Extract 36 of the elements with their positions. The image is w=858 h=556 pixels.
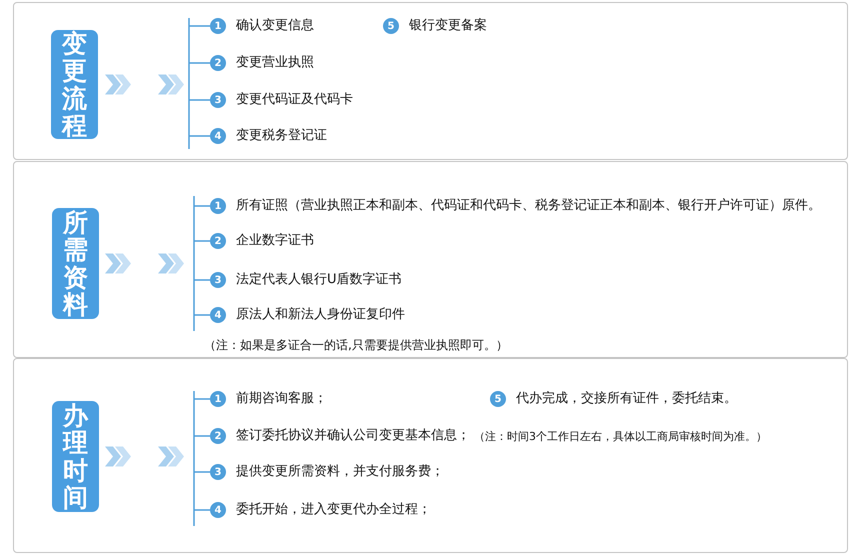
number-badge: 2: [210, 233, 226, 249]
section-title-box: 变更流程: [51, 30, 98, 139]
item-text: 变更代码证及代码卡: [236, 92, 353, 108]
number-badge: 3: [210, 272, 226, 288]
item-text: 所有证照（营业执照正本和副本、代码证和代码卡、税务登记证正本和副本、银行开户许可证）原件。: [236, 198, 821, 214]
item-text: 前期咨询客服；: [236, 391, 327, 407]
number-badge: 5: [383, 18, 399, 34]
note-text: （注：如果是多证合一的话,只需要提供营业执照即可。）: [204, 337, 508, 354]
number-badge: 3: [210, 92, 226, 108]
item-text: 企业数字证书: [236, 233, 314, 249]
number-badge: 1: [210, 391, 226, 407]
number-badge: 4: [210, 502, 226, 518]
number-badge: 5: [490, 391, 506, 407]
section-panel: [13, 2, 848, 160]
item-text: 变更税务登记证: [236, 128, 327, 144]
number-badge: 1: [210, 198, 226, 214]
number-badge: 3: [210, 464, 226, 480]
number-badge: 4: [210, 307, 226, 323]
item-text: 提供变更所需资料，并支付服务费；: [236, 464, 444, 480]
number-badge: 2: [210, 55, 226, 71]
number-badge: 4: [210, 128, 226, 144]
section-title-box: 所需资料: [52, 208, 99, 319]
number-badge: 2: [210, 428, 226, 444]
item-text: 委托开始，进入变更代办全过程；: [236, 502, 431, 518]
number-badge: 1: [210, 18, 226, 34]
item-text: 确认变更信息: [236, 18, 314, 34]
section-title-box: 办理时间: [52, 401, 99, 512]
item-text: 代办完成，交接所有证件，委托结束。: [516, 391, 737, 407]
item-text: 法定代表人银行U盾数字证书: [236, 272, 402, 288]
item-text: 变更营业执照: [236, 55, 314, 71]
item-text: 原法人和新法人身份证复印件: [236, 307, 405, 323]
item-text: 签订委托协议并确认公司变更基本信息；: [236, 428, 470, 444]
section-panel: [13, 161, 848, 358]
note-text: （注：时间3个工作日左右，具体以工商局审核时间为准。）: [474, 429, 767, 445]
item-text: 银行变更备案: [409, 18, 487, 34]
section-panel: [13, 358, 848, 553]
